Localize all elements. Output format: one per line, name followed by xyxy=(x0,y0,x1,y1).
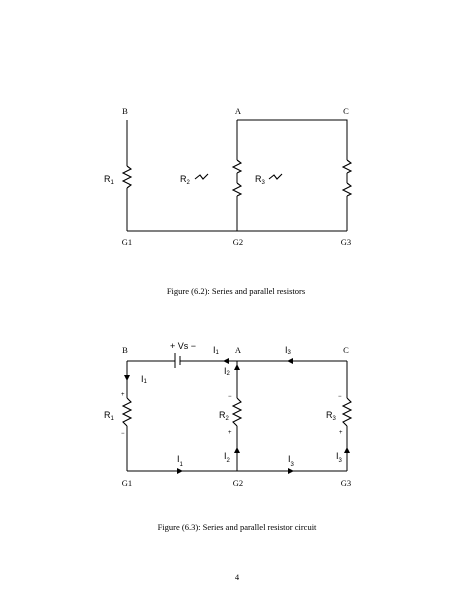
voltage-source-label: + Vs − xyxy=(170,341,196,351)
resistor-label-r3: R3 xyxy=(255,174,266,186)
polarity-r2-minus: − xyxy=(228,394,232,400)
node-label-c: C xyxy=(343,345,349,355)
node-label-g1: G1 xyxy=(122,478,132,488)
polarity-r3-minus: − xyxy=(338,394,342,400)
current-label-i1-left: I1 xyxy=(141,374,148,385)
resistor-label-r1: R1 xyxy=(104,410,115,422)
arrow-i1-left xyxy=(124,375,130,381)
resistor-zigzag-a-bottom xyxy=(231,182,243,197)
resistor-label-r3: R3 xyxy=(326,410,337,422)
resistor-zigzag-c-top xyxy=(341,159,353,174)
resistor-label-r2: R2 xyxy=(180,174,191,186)
polarity-r1-minus: − xyxy=(121,431,125,437)
resistor-r1 xyxy=(121,165,133,189)
arrow-i3-right xyxy=(344,447,350,453)
node-label-g2: G2 xyxy=(233,478,243,488)
current-label-i1-top: I1 xyxy=(213,345,220,356)
node-label-g3: G3 xyxy=(341,478,351,488)
current-label-i2-lower: I2 xyxy=(224,451,231,464)
figure-caption-6-3: Figure (6.3): Series and parallel resist… xyxy=(158,522,317,532)
node-label-a: A xyxy=(235,345,242,355)
resistor-r1 xyxy=(121,397,133,427)
node-label-g2: G2 xyxy=(233,237,243,247)
wire-top-a-c xyxy=(237,119,348,160)
arrow-i2-lower xyxy=(234,447,240,453)
node-label-g1: G1 xyxy=(122,237,132,247)
node-label-c: C xyxy=(343,106,349,116)
node-label-g3: G3 xyxy=(341,237,351,247)
node-label-b: B xyxy=(122,106,128,116)
node-label-b: B xyxy=(122,345,128,355)
resistor-label-r2: R2 xyxy=(219,410,230,422)
resistor-r2 xyxy=(231,397,243,427)
node-label-a: A xyxy=(235,106,242,116)
resistor-r3 xyxy=(341,397,353,427)
current-label-i3-top: I3 xyxy=(285,345,292,356)
current-label-i3-right: I3 xyxy=(336,451,343,464)
arrow-i3-top xyxy=(287,358,293,364)
resistor-zigzag-a-top xyxy=(231,159,243,174)
figure-6-2: B A C G1 G2 G3 R1 R2 R3 Figure (6.2): Se… xyxy=(104,106,353,296)
resistor-r3-symbol xyxy=(268,173,283,180)
figure-6-3: B A C G1 G2 G3 + Vs − I1 I3 I1 + − R1 I2… xyxy=(104,341,353,532)
polarity-r2-plus: + xyxy=(228,430,232,436)
resistor-zigzag-c-bottom xyxy=(341,182,353,197)
arrow-i3-bottom xyxy=(288,468,294,474)
arrow-i2-mid xyxy=(234,364,240,370)
polarity-r1-plus: + xyxy=(121,392,125,398)
current-label-i2-mid: I2 xyxy=(224,366,231,377)
resistor-label-r1: R1 xyxy=(104,174,115,186)
page-number: 4 xyxy=(235,572,240,582)
polarity-r3-plus: + xyxy=(339,430,343,436)
figure-caption-6-2: Figure (6.2): Series and parallel resist… xyxy=(167,286,305,296)
current-label-i3-bottom: I3 xyxy=(288,454,295,468)
arrow-i1-top xyxy=(223,358,229,364)
arrow-i1-bottom xyxy=(177,468,183,474)
resistor-r2-symbol xyxy=(194,173,209,180)
current-label-i1-bottom: I1 xyxy=(177,454,184,468)
